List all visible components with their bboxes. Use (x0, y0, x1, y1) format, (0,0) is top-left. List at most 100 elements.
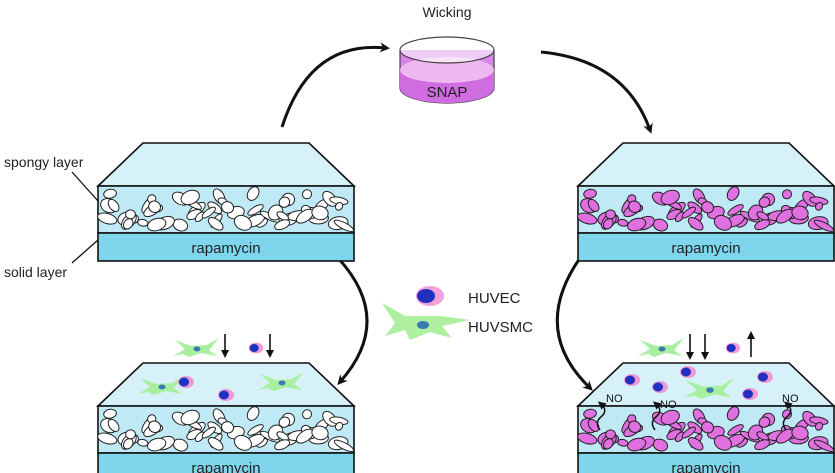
block-loaded-bottom: rapamycin (576, 362, 835, 473)
huvec-cell (742, 388, 758, 400)
arrow-to-loaded (540, 50, 653, 134)
legend-huvsmc-icon (382, 303, 470, 340)
pores (97, 406, 355, 452)
block-unloaded-top: rapamycin (96, 142, 356, 262)
solid-layer-label: solid layer (4, 264, 67, 280)
no-label: NO (606, 393, 623, 405)
pore (233, 434, 252, 451)
pore (713, 214, 732, 231)
pores (97, 186, 355, 232)
huvsmc-cell (173, 338, 219, 357)
spongy-layer-label: spongy layer (4, 154, 84, 170)
pore (125, 209, 136, 220)
pore (276, 431, 289, 441)
pore (701, 201, 715, 214)
solid-layer (577, 232, 835, 262)
top-surface (96, 142, 356, 187)
rapamycin-label: rapamycin (671, 460, 740, 473)
pore (247, 204, 264, 216)
pore (247, 424, 264, 436)
pore (577, 212, 598, 225)
huvsmc-cell (258, 372, 304, 391)
solid-layer (97, 452, 355, 473)
pore (813, 439, 835, 452)
pore (791, 205, 809, 221)
pore (813, 219, 835, 232)
pore (754, 219, 771, 231)
pore (311, 425, 329, 441)
arrow-to-dish (280, 42, 390, 128)
pore (587, 198, 600, 212)
pore (246, 186, 260, 201)
pore (628, 200, 642, 213)
pore (246, 406, 260, 421)
pore (97, 432, 118, 445)
pore (758, 196, 771, 208)
pore (97, 212, 118, 225)
pore (276, 211, 289, 221)
pore (148, 420, 162, 433)
pore (583, 408, 597, 419)
huvec-cell (652, 381, 668, 393)
huvec-cell (680, 366, 696, 378)
pore (233, 214, 252, 231)
top-surface (576, 142, 835, 187)
no-release: NO (651, 399, 677, 431)
legend-huvec-icon (416, 286, 444, 306)
arrow-right-down (555, 257, 593, 391)
huvsmc-cell (638, 338, 684, 357)
pore (660, 409, 680, 426)
pore (278, 416, 291, 428)
pore (681, 426, 696, 439)
pores (577, 406, 835, 452)
pore (333, 219, 355, 232)
huvec-cell (757, 371, 773, 383)
snap-dish: SNAP (399, 36, 495, 104)
pore (758, 416, 771, 428)
solid-pointer (71, 239, 99, 264)
pore (103, 408, 117, 419)
wicking-label: Wicking (422, 4, 471, 20)
pore (274, 439, 291, 451)
huvsmc-cell (683, 378, 735, 399)
pore (602, 438, 614, 450)
pore (791, 425, 809, 441)
pore (627, 217, 647, 232)
snap-label: SNAP (427, 84, 468, 101)
huvec-cell (178, 376, 194, 388)
pore (103, 188, 117, 199)
pore (125, 429, 136, 440)
huvec-cell (725, 342, 741, 354)
pore (122, 438, 134, 450)
legend-huvsmc-label: HUVSMC (468, 319, 533, 336)
pore (107, 418, 120, 432)
pore (713, 434, 732, 451)
pore (701, 421, 715, 434)
pore (147, 217, 167, 232)
block-loaded-top: rapamycin (576, 142, 835, 262)
huvec-cell (624, 374, 640, 386)
no-label: NO (660, 399, 677, 411)
pore (726, 406, 740, 421)
pore (754, 439, 771, 451)
pore (660, 189, 680, 206)
spongy-pointer (71, 171, 99, 202)
pore (221, 421, 235, 434)
pore (207, 216, 224, 231)
pore (577, 432, 598, 445)
solid-layer (97, 232, 355, 262)
huvsmc-cell (138, 376, 184, 395)
pore (221, 201, 235, 214)
pore (727, 204, 744, 216)
no-release: NO (782, 393, 799, 431)
pore (334, 421, 344, 431)
no-label: NO (782, 393, 799, 405)
pore (148, 200, 162, 213)
pore (207, 436, 224, 451)
pore (602, 218, 614, 230)
pore (107, 198, 120, 212)
pore (201, 426, 216, 439)
pore (727, 424, 744, 436)
pore (687, 216, 704, 231)
